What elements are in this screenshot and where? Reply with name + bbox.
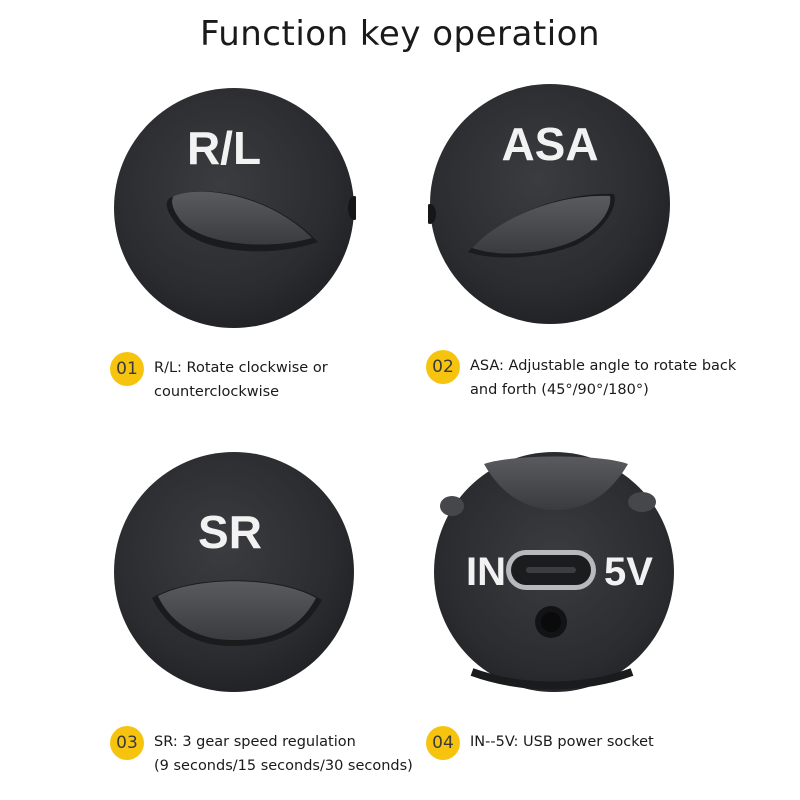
usb-socket-photo: IN 5V — [432, 450, 676, 694]
in-label: IN — [466, 550, 506, 594]
asa-key-label: ASA — [501, 118, 598, 170]
caption-01: 01 R/L: Rotate clockwise or counterclock… — [110, 352, 328, 404]
caption-03: 03 SR: 3 gear speed regulation (9 second… — [110, 726, 413, 778]
rl-button — [172, 191, 312, 245]
caption-line: SR: 3 gear speed regulation — [154, 734, 356, 750]
sr-key-label: SR — [198, 506, 262, 558]
asa-button — [472, 195, 611, 254]
number-badge: 04 — [426, 726, 460, 760]
rl-key-photo: R/L — [112, 86, 356, 330]
caption-line: counterclockwise — [154, 384, 280, 400]
caption-02: 02 ASA: Adjustable angle to rotate back … — [426, 350, 737, 402]
number-badge: 01 — [110, 352, 144, 386]
number-badge: 02 — [426, 350, 460, 384]
rl-key-label: R/L — [187, 122, 261, 174]
asa-key-photo: ASA — [428, 82, 672, 326]
sr-button — [158, 581, 316, 640]
caption-line: and forth (45°/90°/180°) — [470, 382, 649, 398]
5v-label: 5V — [604, 550, 653, 594]
caption-04: 04 IN--5V: USB power socket — [426, 726, 654, 760]
page-title: Function key operation — [200, 14, 600, 54]
caption-line: ASA: Adjustable angle to rotate back — [470, 358, 737, 374]
number-badge: 03 — [110, 726, 144, 760]
sr-key-photo: SR — [112, 450, 356, 694]
caption-line: R/L: Rotate clockwise or — [154, 360, 328, 376]
caption-line: IN--5V: USB power socket — [470, 734, 654, 750]
caption-line: (9 seconds/15 seconds/30 seconds) — [154, 758, 413, 774]
